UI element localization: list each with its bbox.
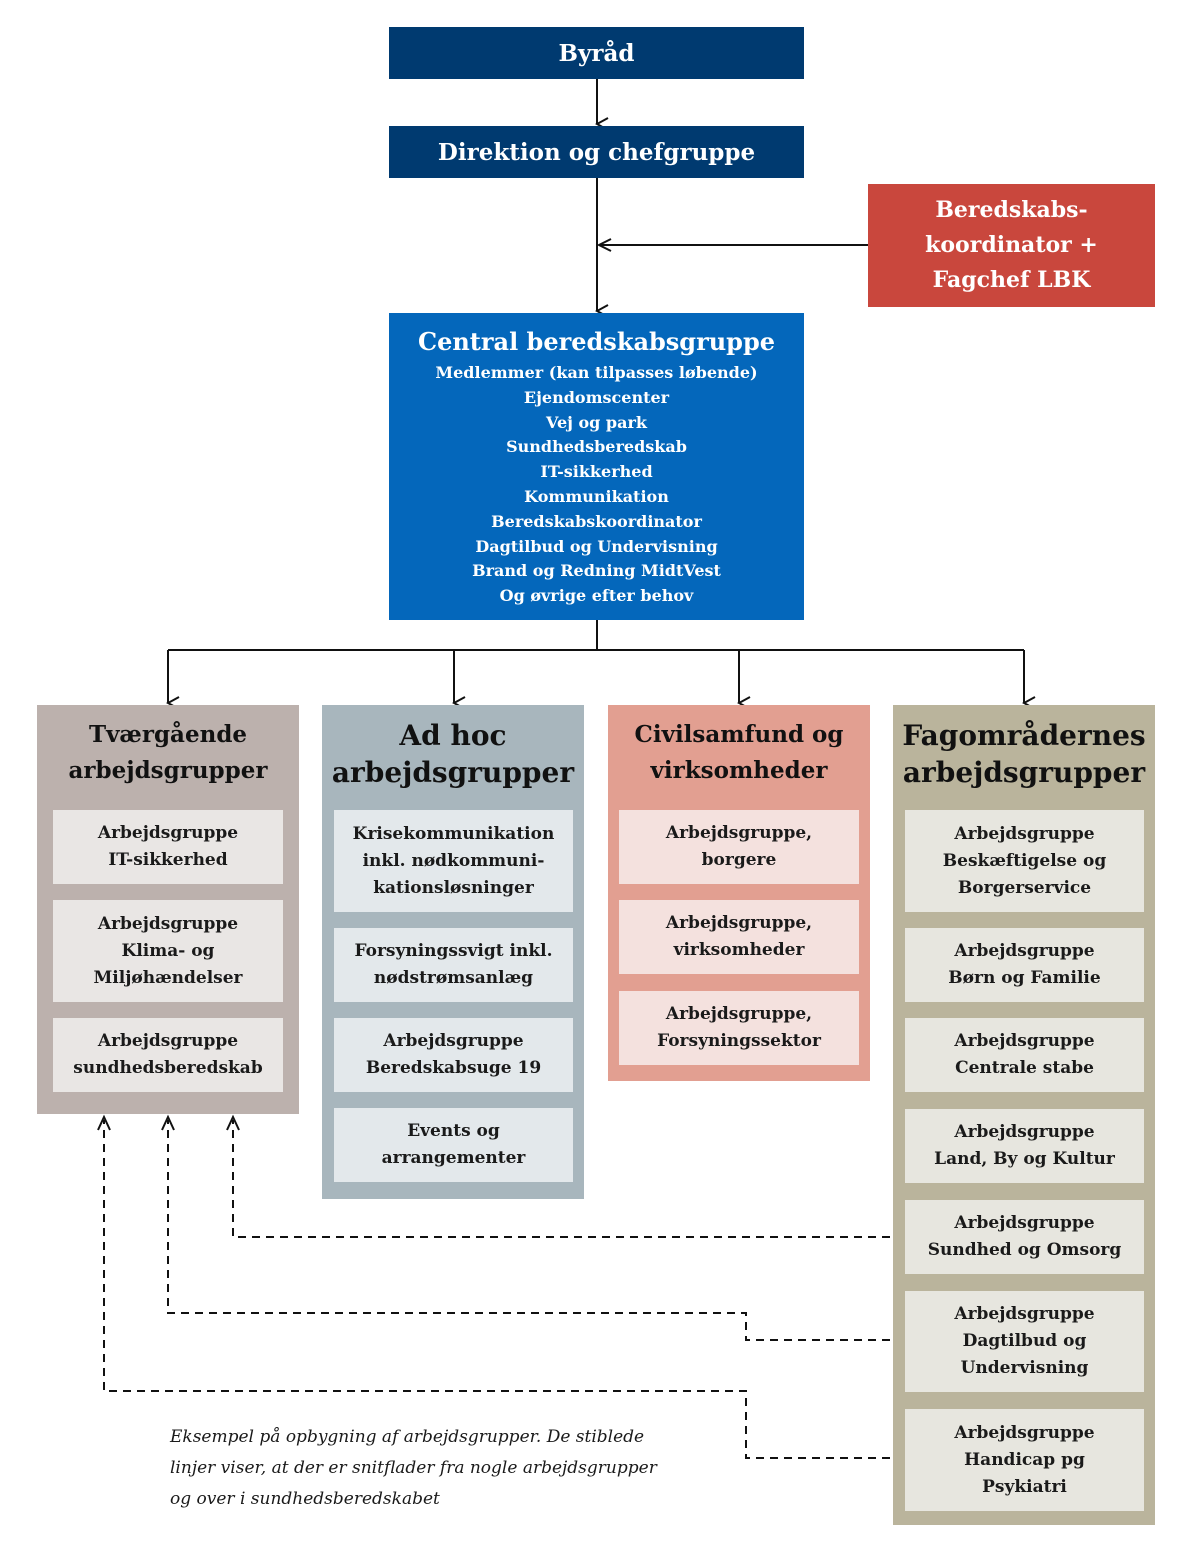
column-title: Civilsamfund og virksomheder [634,721,844,784]
workgroup-card: Arbejdsgruppe,borgere [619,810,859,884]
figure-caption: Eksempel på opbygning af arbejdsgrupper.… [170,1422,730,1515]
central-member: Medlemmer (kan tilpasses løbende) [435,363,758,382]
central-group-box: Central beredskabsgruppe Medlemmer (kan … [389,313,804,620]
direktion-label: Direktion og chefgruppe [437,138,756,166]
workgroup-card: Forsyningssvigt inkl.nødstrømsanlæg [334,928,573,1002]
central-member: IT-sikkerhed [540,462,653,482]
dashed-link-sundhed-omsorg [232,1120,904,1238]
caption-line: linjer viser, at der er snitflader fra n… [170,1458,657,1478]
central-member: Brand og Redning MidtVest [472,561,721,581]
dashed-link-dagtilbud [167,1120,904,1341]
dashed-arrowhead-3 [226,1114,240,1131]
central-member: Beredskabskoordinator [491,511,702,531]
central-member: Vej og park [546,412,647,432]
central-member: Dagtilbud og Undervisning [475,536,718,556]
byraad-label: Byråd [558,39,635,67]
dashed-arrowhead-1 [97,1114,111,1131]
central-member: Og øvrige efter behov [499,586,694,606]
workgroup-card: Arbejdsgruppe,Forsyningssektor [619,991,859,1065]
column-title: Tværgående arbejdsgrupper [68,721,268,784]
workgroup-card: Arbejdsgruppe,virksomheder [619,900,859,974]
coordinator-line-3: Fagchef LBK [932,267,1091,293]
dashed-link-handicap [103,1120,904,1459]
column-title: Ad hoc arbejdsgrupper [331,719,575,789]
coordinator-line-2: koordinator + [925,232,1098,258]
coordinator-box: Beredskabs- koordinator + Fagchef LBK [868,184,1155,307]
column-ad-hoc: Ad hoc arbejdsgrupper Krisekommunikation… [322,705,584,1199]
byraad-box: Byråd [389,27,804,79]
dashed-arrowhead-2 [161,1114,175,1131]
column-civilsamfund: Civilsamfund og virksomheder Arbejdsgrup… [608,705,870,1081]
column-title: Fagområdernes arbejdsgrupper [902,719,1146,789]
central-group-title: Central beredskabsgruppe [417,327,775,356]
central-member: Ejendomscenter [523,387,670,407]
central-members-list: Medlemmer (kan tilpasses løbende) Ejendo… [389,361,804,609]
central-member: Kommunikation [524,486,669,506]
column-fagomraadernes: Fagområdernes arbejdsgrupper Arbejdsgrup… [893,705,1155,1525]
caption-line: Eksempel på opbygning af arbejdsgrupper.… [170,1427,645,1447]
coordinator-line-1: Beredskabs- [935,197,1088,223]
caption-line: og over i sundhedsberedskabet [170,1489,440,1509]
direktion-box: Direktion og chefgruppe [389,126,804,178]
arrow-coordinator-head [596,238,612,252]
central-member: Sundhedsberedskab [506,437,687,457]
